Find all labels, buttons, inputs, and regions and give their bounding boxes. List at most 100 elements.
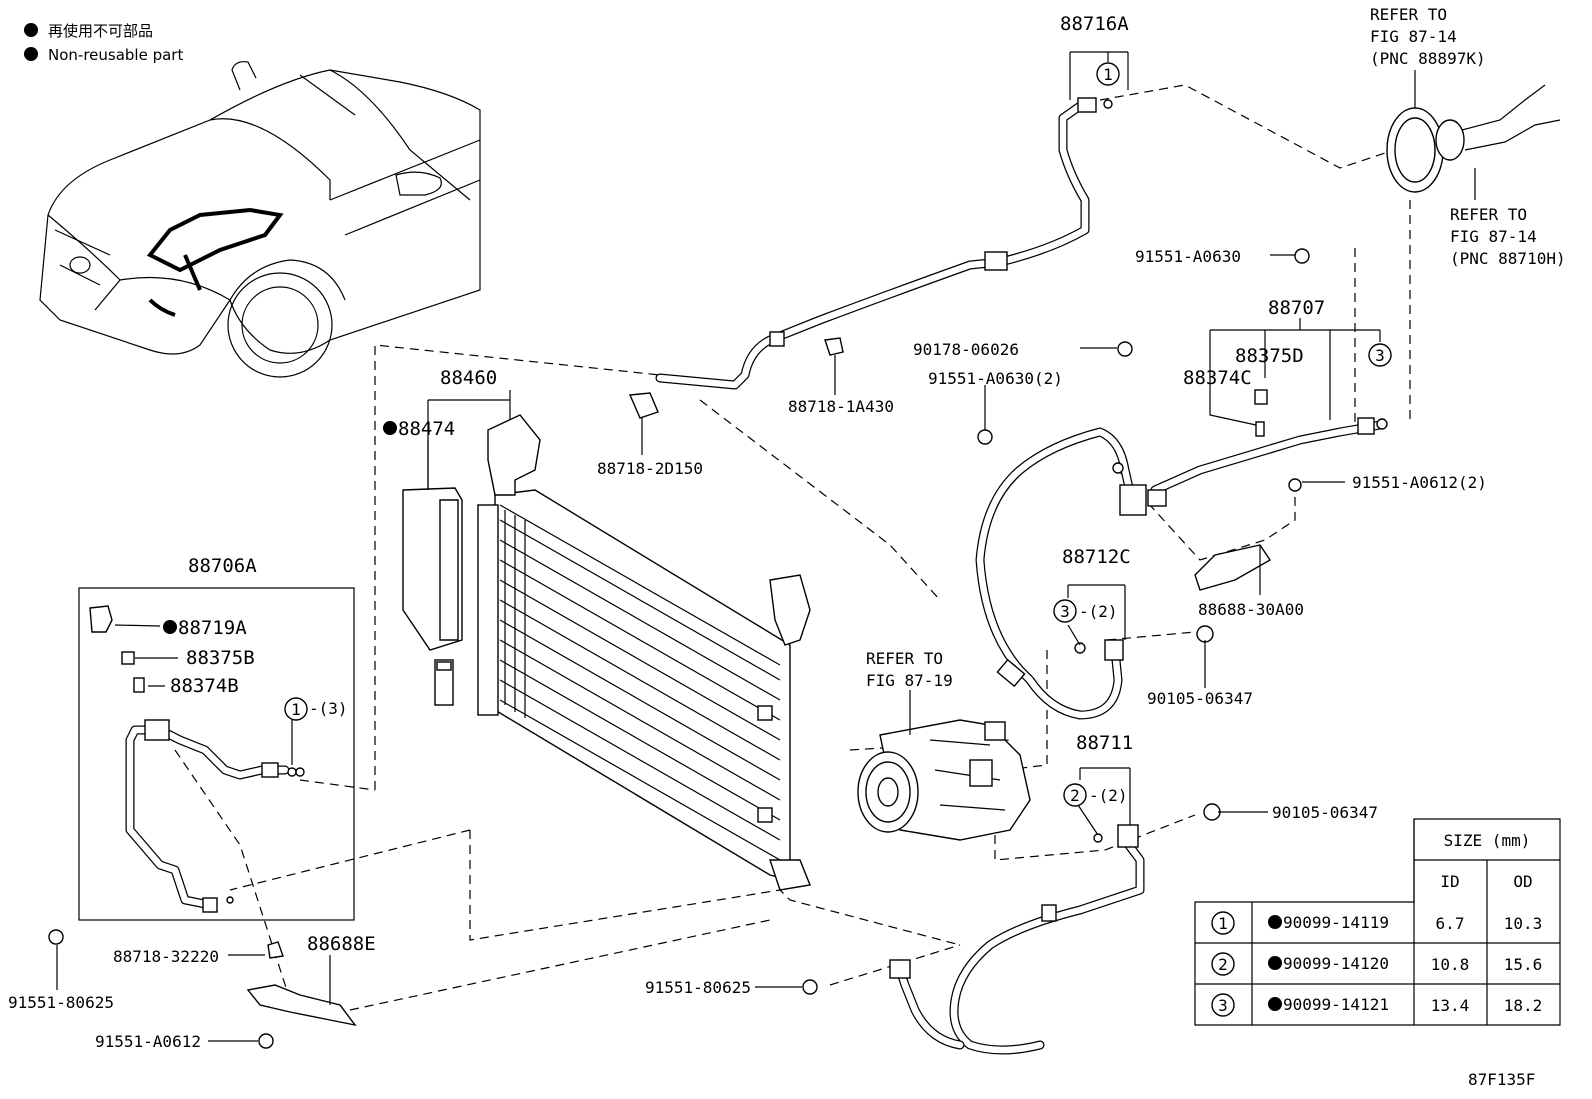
part-label: 91551-80625	[8, 993, 114, 1012]
hose-88707	[975, 417, 1385, 720]
valve-block	[1119, 484, 1147, 516]
bolt-icon	[48, 929, 64, 945]
circle-number-1: 1	[1103, 65, 1113, 84]
qty-label: -(2)	[1089, 786, 1128, 805]
non-reusable-dot-icon	[1268, 915, 1282, 929]
pipe-union-fitting	[984, 251, 1008, 271]
refer-to-label: (PNC 88710H)	[1450, 249, 1566, 268]
part-label: 88460	[440, 367, 497, 389]
part-label: 90105-06347	[1272, 803, 1378, 822]
part-label: 88719A	[178, 617, 247, 639]
table-row-number: 2	[1218, 955, 1228, 974]
non-reusable-dot-icon	[24, 47, 38, 61]
qty-label: -(2)	[1079, 602, 1118, 621]
table-row-number: 1	[1218, 914, 1228, 933]
table-row-part: 90099-14121	[1283, 995, 1389, 1014]
non-reusable-dot-icon	[1268, 956, 1282, 970]
circle-number-1: 1	[291, 700, 301, 719]
hose-88711	[889, 824, 1145, 1055]
table-header: SIZE (mm)	[1444, 831, 1531, 850]
qty-label: -(3)	[309, 699, 348, 718]
table-row-id: 10.8	[1431, 955, 1470, 974]
circle-number-3: 3	[1060, 602, 1070, 621]
tube-assembly-88706A	[78, 587, 355, 921]
part-label: 88375B	[186, 647, 255, 669]
legend-en: Non-reusable part	[48, 46, 183, 64]
table-row-part: 90099-14119	[1283, 913, 1389, 932]
table-row-id: 6.7	[1436, 914, 1465, 933]
refer-to-label: REFER TO	[1450, 205, 1527, 224]
table-col-od: OD	[1513, 872, 1532, 891]
dryer-88474	[402, 487, 463, 706]
part-label: 88718-32220	[113, 947, 219, 966]
pipe-end-fitting	[1077, 97, 1097, 113]
vehicle-illustration	[39, 61, 481, 378]
part-label: 90178-06026	[913, 340, 1019, 359]
condenser-88460	[477, 414, 811, 891]
figure-code: 87F135F	[1468, 1070, 1535, 1089]
oring-size-table: SIZE (mm) ID OD 1 90099-14119 6.7 10.3 2…	[1194, 818, 1561, 1026]
table-row-number: 3	[1218, 996, 1228, 1015]
expansion-valve-reference	[1386, 84, 1561, 193]
part-label: 88688-30A00	[1198, 600, 1304, 619]
part-label: 88707	[1268, 297, 1325, 319]
part-label: 91551-80625	[645, 978, 751, 997]
part-label: 88711	[1076, 732, 1133, 754]
table-row-od: 10.3	[1504, 914, 1543, 933]
part-label: 88712C	[1062, 546, 1131, 568]
bolt-icon	[1196, 625, 1214, 643]
nut-icon	[1117, 341, 1133, 357]
refer-to-label: FIG 87-19	[866, 671, 953, 690]
bolt-icon	[1288, 478, 1302, 492]
non-reusable-dot-icon	[1268, 997, 1282, 1011]
leader-lines	[56, 51, 1476, 1042]
legend-jp: 再使用不可部品	[48, 22, 153, 40]
part-label: 88374C	[1183, 367, 1252, 389]
part-label: 88474	[398, 418, 455, 440]
refer-to-label: FIG 87-14	[1370, 27, 1457, 46]
refer-to-label: REFER TO	[866, 649, 943, 668]
part-label: 88706A	[188, 555, 257, 577]
pipe-coupler	[769, 331, 785, 347]
circle-number-3: 3	[1375, 346, 1385, 365]
part-label: 88688E	[307, 933, 376, 955]
part-label: 88716A	[1060, 13, 1129, 35]
pressure-switch-88719A	[89, 605, 113, 633]
part-label: 88374B	[170, 675, 239, 697]
table-row-od: 18.2	[1504, 996, 1543, 1015]
part-label: 88718-2D150	[597, 459, 703, 478]
table-row-part: 90099-14120	[1283, 954, 1389, 973]
bolt-icon	[802, 979, 818, 995]
pipe-88716A	[655, 97, 1097, 390]
refer-to-label: REFER TO	[1370, 5, 1447, 24]
refer-to-label: (PNC 88897K)	[1370, 49, 1486, 68]
non-reusable-dot-icon	[163, 620, 177, 634]
part-label: 91551-A0612(2)	[1352, 473, 1487, 492]
circle-number-2: 2	[1070, 786, 1080, 805]
table-row-od: 15.6	[1504, 955, 1543, 974]
part-label: 91551-A0612	[95, 1032, 201, 1051]
bolt-icon	[977, 429, 993, 445]
table-col-id: ID	[1440, 872, 1459, 891]
part-label: 90105-06347	[1147, 689, 1253, 708]
part-label: 88718-1A430	[788, 397, 894, 416]
table-row-id: 13.4	[1431, 996, 1470, 1015]
non-reusable-dot-icon	[383, 421, 397, 435]
part-label: 88375D	[1235, 345, 1304, 367]
legend: 再使用不可部品 Non-reusable part	[24, 22, 183, 64]
part-label: 91551-A0630	[1135, 247, 1241, 266]
bolt-icon	[1203, 803, 1221, 821]
brackets	[246, 337, 1271, 1027]
part-label: 91551-A0630(2)	[928, 369, 1063, 388]
refer-to-label: FIG 87-14	[1450, 227, 1537, 246]
o-rings	[226, 99, 1388, 904]
ac-compressor	[857, 719, 1031, 841]
bolt-icon	[258, 1033, 274, 1049]
part-labels: 88716A REFER TO FIG 87-14 (PNC 88897K) R…	[8, 5, 1566, 1051]
bolts	[48, 248, 1310, 1049]
assembly-box	[78, 587, 355, 921]
non-reusable-dot-icon	[24, 23, 38, 37]
bolt-icon	[1294, 248, 1310, 264]
circle-callouts: 1 3 3 2 1	[284, 62, 1392, 807]
